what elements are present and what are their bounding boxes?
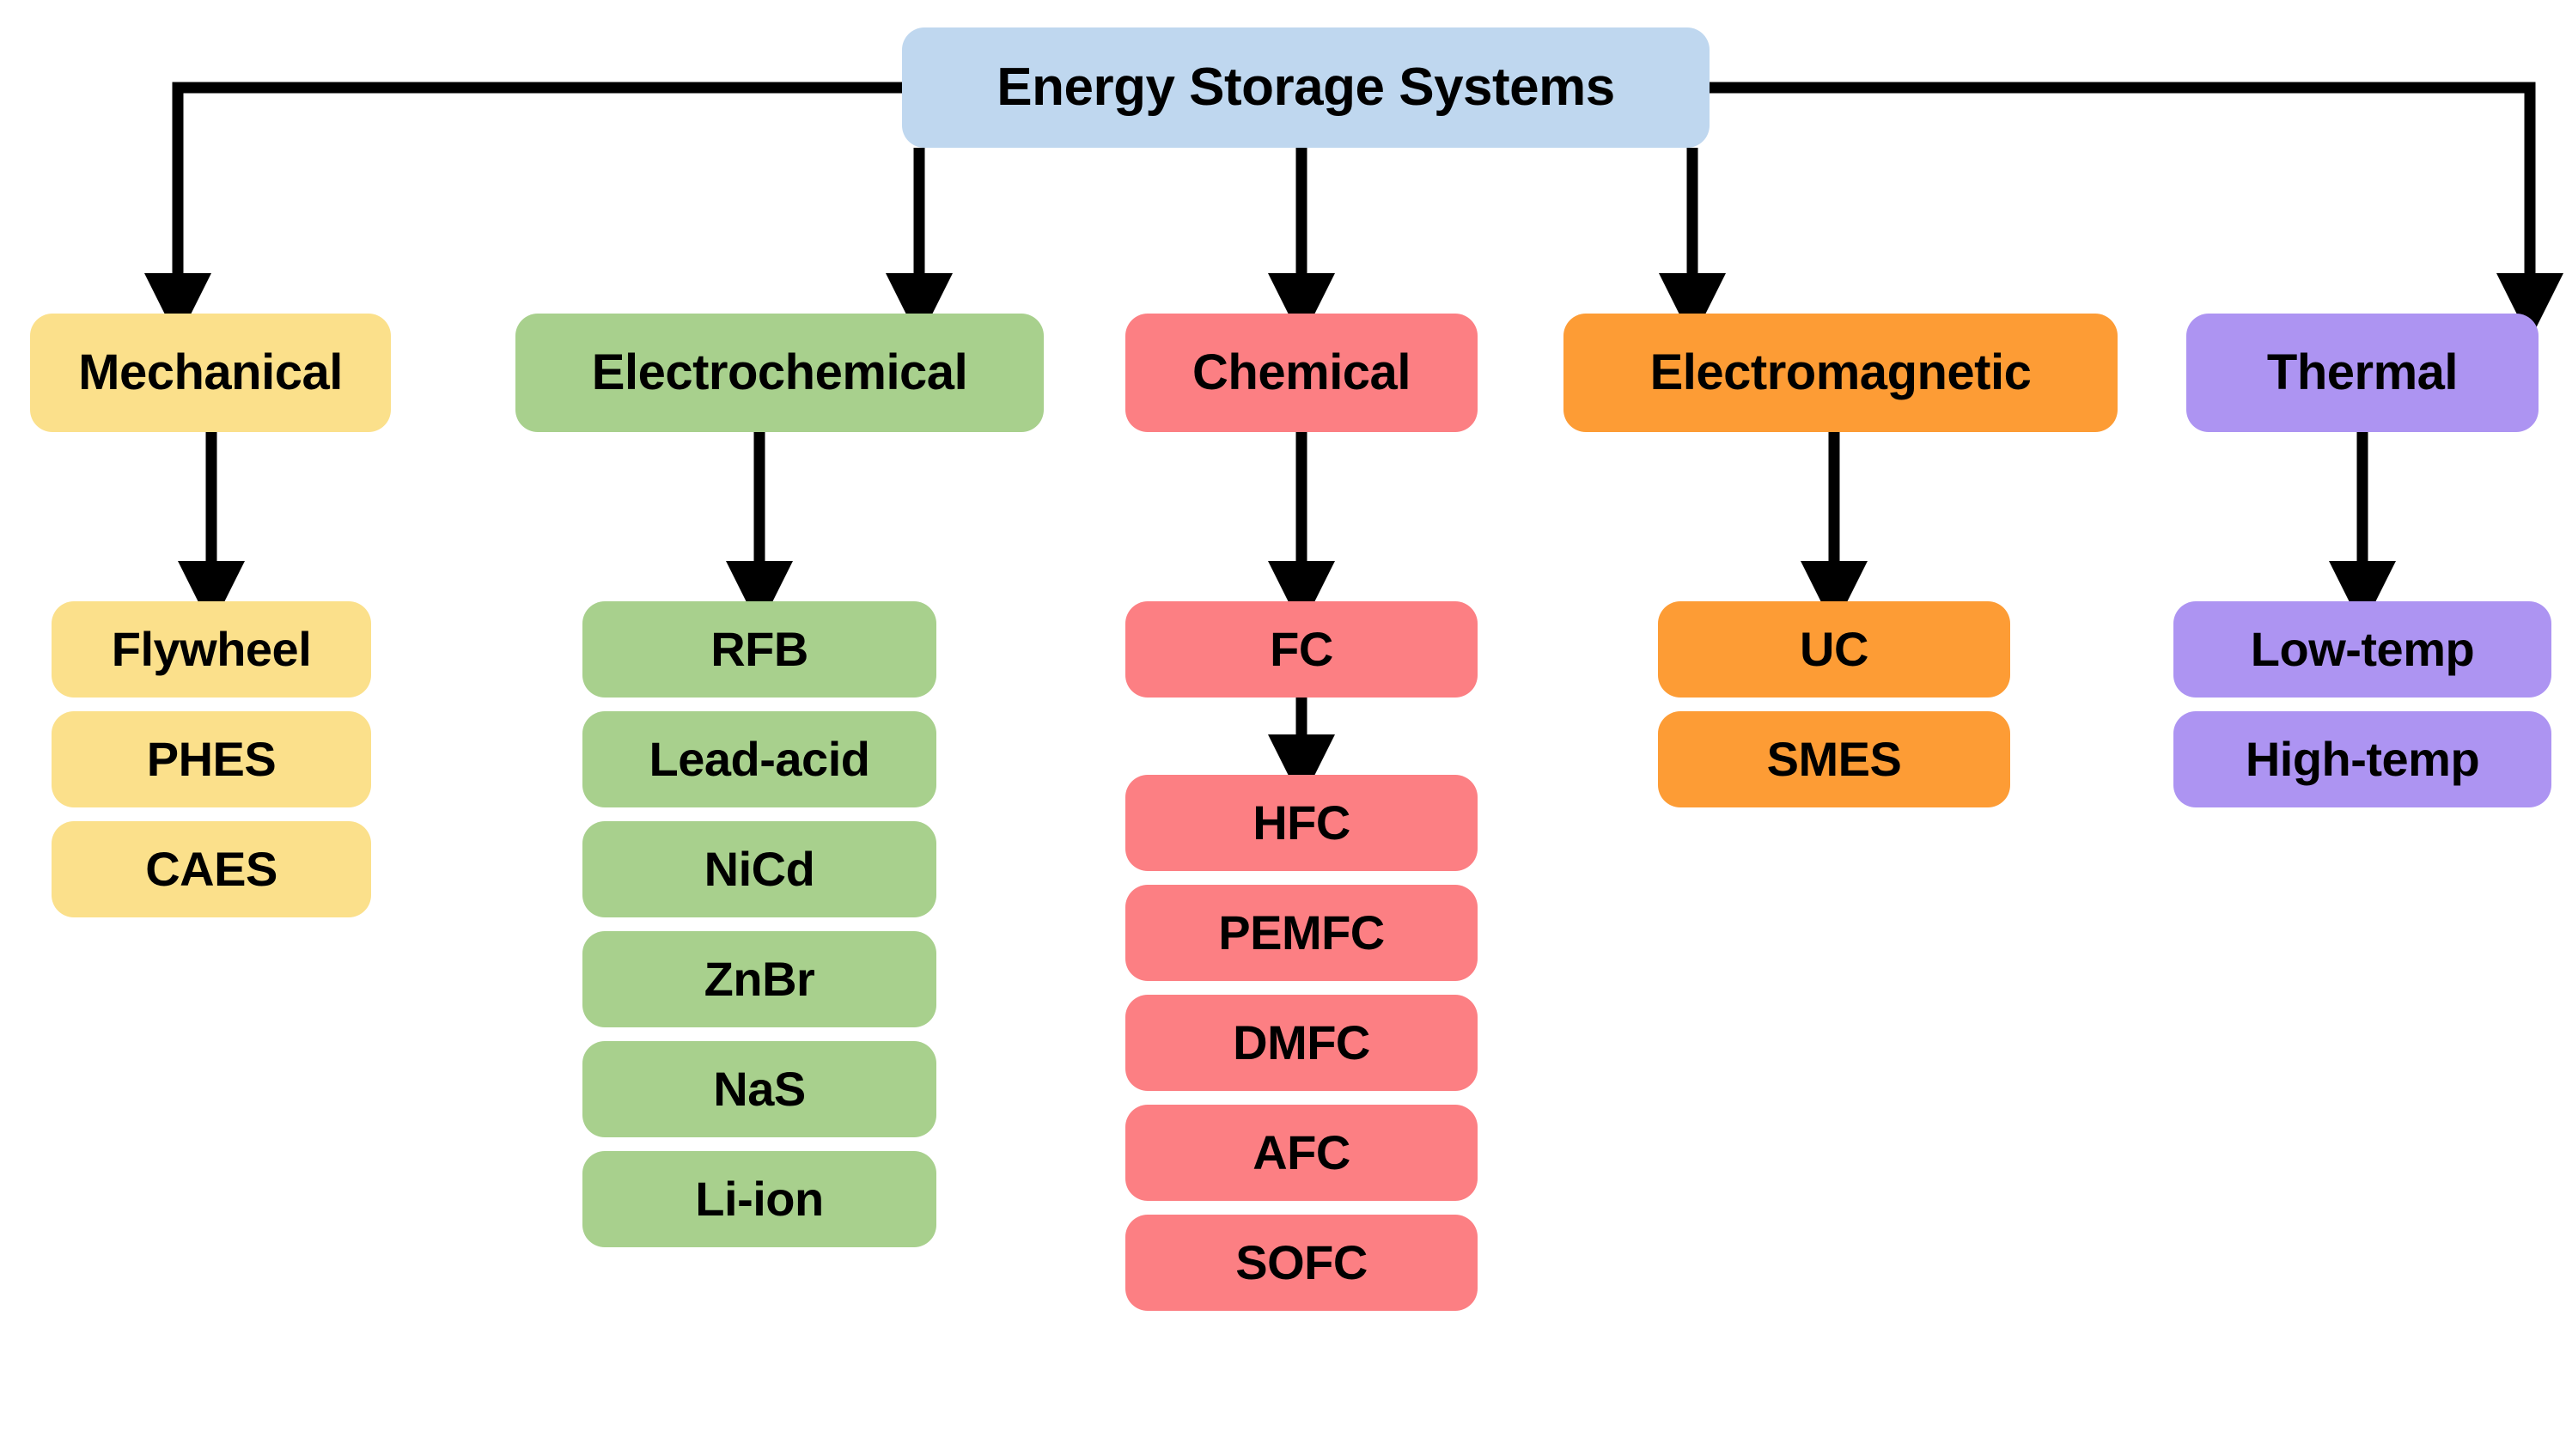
category-node-thermal[interactable]: Thermal [2186,314,2539,432]
category-node-chemical[interactable]: Chemical [1125,314,1478,432]
leaf-node-caes[interactable]: CAES [52,821,371,917]
category-node-mechanical[interactable]: Mechanical [30,314,391,432]
leaf-node-nicd[interactable]: NiCd [582,821,936,917]
leaf-node-smes[interactable]: SMES [1658,711,2010,807]
leaf-node-phes[interactable]: PHES [52,711,371,807]
leaf-node-sofc[interactable]: SOFC [1125,1215,1478,1311]
leaf-node-hfc[interactable]: HFC [1125,775,1478,871]
category-node-electrochemical[interactable]: Electrochemical [515,314,1044,432]
leaf-node-fc[interactable]: FC [1125,601,1478,698]
leaf-node-li-ion[interactable]: Li-ion [582,1151,936,1247]
leaf-node-pemfc[interactable]: PEMFC [1125,885,1478,981]
root-node-energy-storage-systems[interactable]: Energy Storage Systems [902,27,1710,148]
leaf-node-uc[interactable]: UC [1658,601,2010,698]
category-node-electromagnetic[interactable]: Electromagnetic [1563,314,2118,432]
leaf-node-low-temp[interactable]: Low-temp [2173,601,2551,698]
leaf-node-rfb[interactable]: RFB [582,601,936,698]
leaf-node-znbr[interactable]: ZnBr [582,931,936,1027]
leaf-node-lead-acid[interactable]: Lead-acid [582,711,936,807]
leaf-node-nas[interactable]: NaS [582,1041,936,1137]
leaf-node-dmfc[interactable]: DMFC [1125,995,1478,1091]
leaf-node-high-temp[interactable]: High-temp [2173,711,2551,807]
leaf-node-afc[interactable]: AFC [1125,1105,1478,1201]
leaf-node-flywheel[interactable]: Flywheel [52,601,371,698]
